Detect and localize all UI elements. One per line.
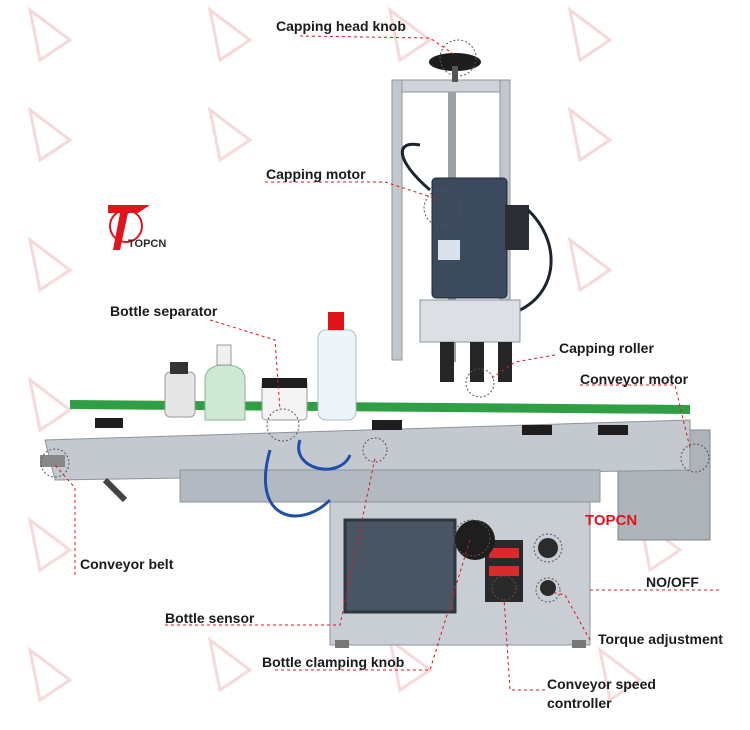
topcn-logo-icon — [108, 205, 150, 250]
callout-lines — [54, 35, 720, 691]
touch-screen — [343, 518, 457, 614]
callout-torque-adjustment: Torque adjustment — [598, 631, 723, 647]
callout-bottle-clamping-knob: Bottle clamping knob — [262, 654, 405, 670]
callout-conveyor-motor: Conveyor motor — [580, 371, 689, 387]
callout-conveyor-speed-controller: Conveyor speed controller — [547, 676, 656, 711]
callout-no-off: NO/OFF — [646, 574, 699, 590]
callout-capping-motor: Capping motor — [266, 166, 366, 182]
capping-head-knob — [429, 53, 481, 71]
green-belt-guide — [70, 400, 690, 414]
callout-capping-head-knob: Capping head knob — [276, 18, 406, 34]
capping-motor — [431, 177, 508, 299]
callout-bottle-separator: Bottle separator — [110, 303, 218, 319]
torque-knob — [540, 580, 556, 596]
callout-conveyor-belt: Conveyor belt — [80, 556, 174, 572]
topcn-logo-text: TOPCN — [128, 238, 167, 250]
power-switch — [538, 538, 558, 558]
callout-circles — [40, 39, 710, 603]
bottles — [164, 312, 357, 421]
capping-rollers — [419, 299, 521, 382]
callout-bottle-sensor: Bottle sensor — [165, 610, 255, 626]
capping-frame — [391, 79, 511, 93]
conveyor-side — [179, 469, 601, 503]
callout-capping-roller: Capping roller — [559, 340, 654, 356]
topcn-brand-mark: TOPCN — [585, 512, 638, 529]
